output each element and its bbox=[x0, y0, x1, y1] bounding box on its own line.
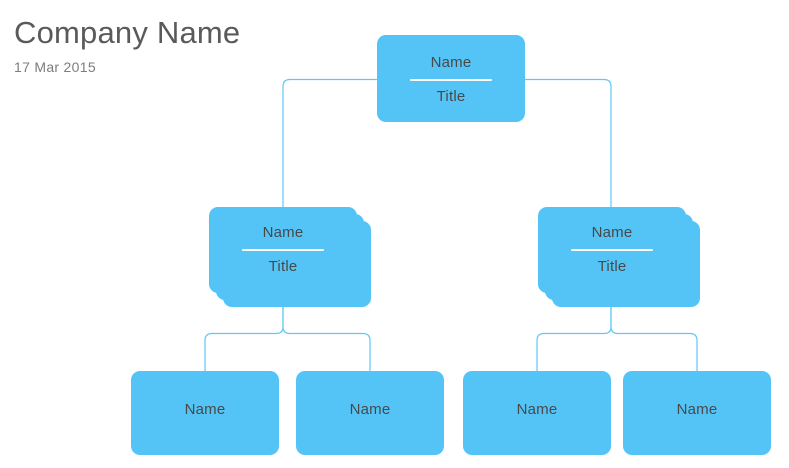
org-node-mid-left-name: Name bbox=[262, 224, 304, 241]
org-node-mid-right-stack[interactable]: Name Title bbox=[538, 207, 700, 307]
org-node-leaf-3-name: Name bbox=[516, 401, 558, 418]
org-node-mid-right-divider bbox=[571, 249, 653, 251]
org-node-leaf-2[interactable]: Name bbox=[296, 371, 444, 455]
org-node-leaf-1-name: Name bbox=[184, 401, 226, 418]
org-node-mid-left-divider bbox=[242, 249, 324, 251]
org-node-root-title: Title bbox=[436, 87, 466, 105]
org-node-mid-right-name: Name bbox=[591, 224, 633, 241]
connector-right-stub-right bbox=[610, 293, 619, 335]
chart-date: 17 Mar 2015 bbox=[14, 59, 96, 75]
org-node-root-name: Name bbox=[430, 53, 472, 71]
org-node-leaf-2-name: Name bbox=[349, 401, 391, 418]
connector-root-to-right bbox=[525, 78, 612, 207]
org-node-mid-right[interactable]: Name Title bbox=[538, 207, 686, 293]
org-node-mid-left[interactable]: Name Title bbox=[209, 207, 357, 293]
connector-left-bus-left bbox=[204, 332, 276, 371]
org-node-mid-left-stack[interactable]: Name Title bbox=[209, 207, 371, 307]
org-node-leaf-3[interactable]: Name bbox=[463, 371, 611, 455]
connector-right-bus-left bbox=[536, 332, 604, 371]
page-title: Company Name bbox=[14, 15, 241, 50]
connector-root-to-left bbox=[282, 78, 377, 207]
org-node-leaf-4[interactable]: Name bbox=[623, 371, 771, 455]
org-node-leaf-1[interactable]: Name bbox=[131, 371, 279, 455]
chart-header: Company Name 17 Mar 2015 bbox=[14, 14, 344, 76]
org-node-mid-left-title: Title bbox=[268, 258, 298, 275]
org-node-leaf-4-name: Name bbox=[676, 401, 718, 418]
org-node-root[interactable]: Name Title bbox=[377, 35, 525, 122]
org-node-root-divider bbox=[410, 78, 492, 81]
connector-left-stub-right bbox=[282, 293, 291, 335]
org-node-mid-right-title: Title bbox=[597, 258, 627, 275]
connector-left-bus-right bbox=[290, 332, 371, 371]
connector-right-bus-right bbox=[618, 332, 698, 371]
